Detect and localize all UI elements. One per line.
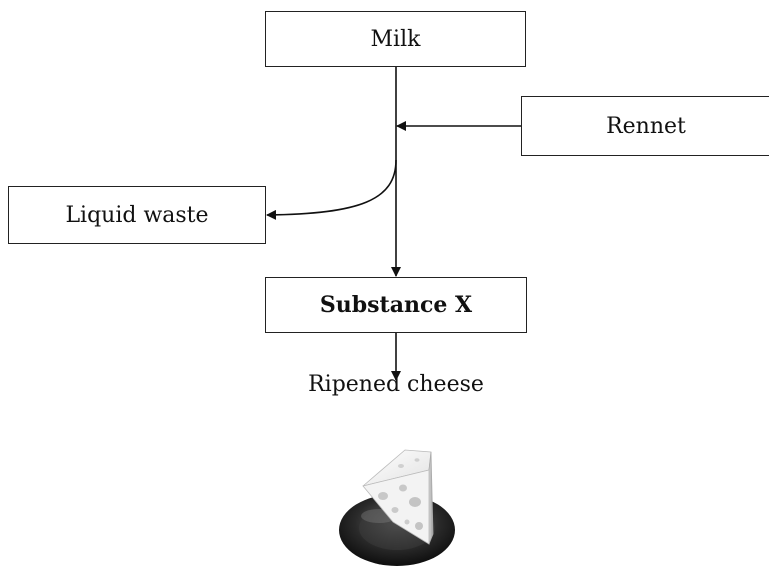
liquid-waste-label: Liquid waste [65, 202, 209, 228]
cheese-front [362, 469, 430, 545]
substance-x-box: Substance X [265, 277, 527, 333]
liquid-waste-arrow [266, 159, 397, 220]
substance-x-label: Substance X [319, 292, 473, 318]
liquid-waste-box: Liquid waste [8, 186, 266, 244]
cheese-hole [391, 507, 399, 513]
cheese-hole [378, 492, 388, 500]
milk-box: Milk [265, 11, 526, 67]
cheese-hole [398, 464, 404, 468]
ripened-cheese-label: Ripened cheese [308, 372, 484, 397]
cheese-hole [415, 522, 423, 530]
cheese-hole [409, 497, 421, 507]
rennet-box: Rennet [521, 96, 769, 156]
cheese-side [428, 451, 434, 545]
cheese-hole [404, 519, 410, 525]
cheese-plate-image [339, 449, 455, 566]
milk-label: Milk [370, 26, 421, 52]
cheese-hole [399, 484, 407, 492]
rennet-label: Rennet [606, 113, 686, 139]
cheese-hole [414, 458, 420, 462]
